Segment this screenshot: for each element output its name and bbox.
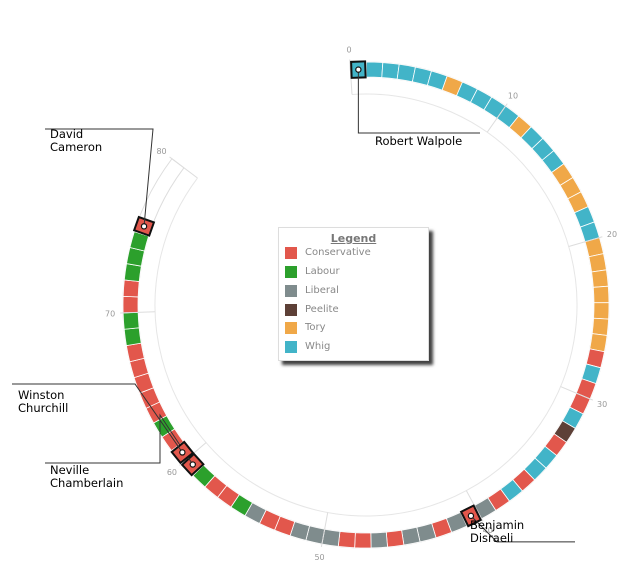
callout-label-winston-churchill-line-2: Churchill xyxy=(18,401,68,415)
leader-line-robert-walpole xyxy=(357,69,480,134)
highlight-dot-david-cameron xyxy=(140,223,148,230)
tick-label-30: 30 xyxy=(597,400,607,409)
legend-label-labour: Labour xyxy=(305,266,340,277)
government-segment-25-tory xyxy=(591,317,610,336)
tick-mark-10 xyxy=(486,103,508,133)
highlight-dot-neville-chamberlain xyxy=(189,461,196,468)
tick-mark-30 xyxy=(560,386,594,401)
tick-label-70: 70 xyxy=(105,309,115,318)
tick-mark-20 xyxy=(568,236,603,247)
tick-label-40: 40 xyxy=(483,526,493,535)
legend-label-whig: Whig xyxy=(305,341,331,352)
government-segment-45-conservative xyxy=(385,529,405,548)
tick-label-80: 80 xyxy=(156,147,166,156)
government-segment-69-labour xyxy=(122,311,140,330)
callout-label-neville-chamberlain-line-1: Neville xyxy=(50,463,89,477)
government-segment-2-whig xyxy=(381,62,400,80)
tick-label-50: 50 xyxy=(314,553,324,562)
legend-swatch-tory xyxy=(285,322,297,334)
legend-title: Legend xyxy=(330,232,377,245)
highlight-dot-winston-churchill xyxy=(179,449,186,456)
legend-label-conservative: Conservative xyxy=(305,247,371,258)
government-segment-72-labour xyxy=(123,263,142,282)
government-segment-47-conservative xyxy=(354,532,372,549)
government-segment-68-labour xyxy=(123,327,142,347)
tick-layer: 0 10 20 30 40 50 60 70 80 xyxy=(105,46,617,562)
legend-label-peelite: Peelite xyxy=(305,304,339,315)
tick-label-20: 20 xyxy=(607,230,617,239)
leader-line-neville-chamberlain xyxy=(45,413,194,465)
legend-label-liberal: Liberal xyxy=(305,285,339,296)
leader-line-benjamin-disraeli xyxy=(470,515,575,543)
leader-line-winston-churchill xyxy=(12,383,183,453)
legend-swatch-whig xyxy=(285,341,297,353)
government-segment-24-tory xyxy=(593,302,610,320)
callout-label-benjamin-disraeli-line-1: Benjamin xyxy=(470,518,524,532)
tick-label-10: 10 xyxy=(508,91,518,100)
callout-label-david-cameron-line-2: Cameron xyxy=(50,140,102,154)
government-segment-67-conservative xyxy=(125,342,145,363)
legend-label-tory: Tory xyxy=(305,322,326,333)
government-segment-46-liberal xyxy=(370,531,388,549)
highlight-dot-robert-walpole xyxy=(355,66,362,73)
inner-guide-arc xyxy=(154,93,578,517)
government-segment-21-tory xyxy=(588,253,607,273)
government-segment-48-conservative xyxy=(337,531,356,549)
leader-line-david-cameron xyxy=(45,128,154,227)
tick-mark-80 xyxy=(169,156,198,179)
callout-label-neville-chamberlain-line-2: Chamberlain xyxy=(50,476,123,490)
legend-swatch-conservative xyxy=(285,247,297,259)
government-segment-23-tory xyxy=(592,285,610,304)
tick-label-60: 60 xyxy=(167,468,177,477)
callout-label-robert-walpole-line-1: Robert Walpole xyxy=(375,134,462,148)
government-segment-44-liberal xyxy=(401,526,421,546)
tick-label-0: 0 xyxy=(346,46,351,55)
legend: Legend Conservative Labour Liberal Peeli… xyxy=(278,227,429,361)
legend-swatch-liberal xyxy=(285,285,297,297)
government-segment-70-conservative xyxy=(122,295,139,314)
government-segment-22-tory xyxy=(591,269,609,288)
government-segment-1-whig xyxy=(365,61,384,78)
legend-swatch-peelite xyxy=(285,304,297,316)
callout-label-winston-churchill-line-1: Winston xyxy=(18,388,64,402)
tick-mark-70 xyxy=(120,311,156,314)
tick-mark-50 xyxy=(320,512,329,548)
callout-label-david-cameron-line-1: David xyxy=(50,127,83,141)
government-segment-71-conservative xyxy=(122,279,140,298)
callout-label-benjamin-disraeli-line-2: Disraeli xyxy=(470,531,513,545)
highlight-dot-benjamin-disraeli xyxy=(467,512,475,520)
legend-swatch-labour xyxy=(285,266,297,278)
